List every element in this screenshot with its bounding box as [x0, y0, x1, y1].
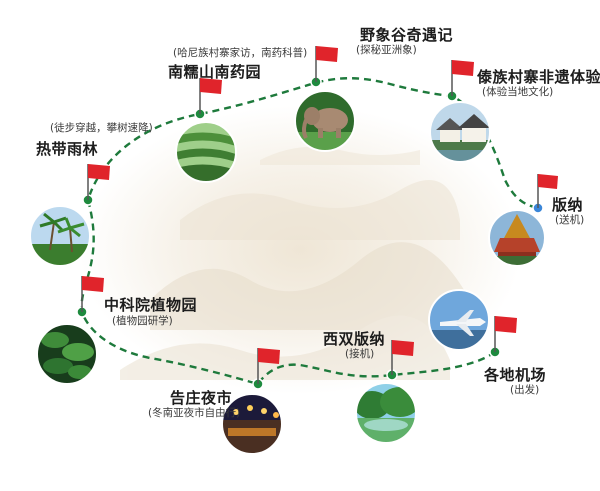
- plant-photo-icon: [37, 324, 97, 384]
- dai-house-photo-icon: [430, 102, 490, 162]
- flag-icon: [87, 164, 110, 200]
- stop-sub-xishuangbanna: (接机): [345, 348, 375, 360]
- stop-title-dai-village: 傣族村寨非遗体验: [477, 68, 600, 86]
- flag-icon: [494, 316, 517, 352]
- stop-title-airport: 各地机场: [484, 366, 547, 384]
- flag-icon: [537, 174, 558, 208]
- flag-icon: [391, 340, 414, 375]
- flag-icon: [257, 348, 280, 384]
- stop-title-wild-elephant: 野象谷奇遇记: [360, 26, 454, 44]
- stop-sub-rainforest: (徒步穿越，攀树速降): [50, 122, 153, 134]
- stop-sub-wild-elephant: (探秘亚洲象): [356, 44, 417, 56]
- stop-sub-gaozhuang: (冬南亚夜市自由行): [148, 407, 241, 419]
- flag-icon: [315, 46, 338, 82]
- night-market-photo-icon: [222, 394, 282, 454]
- flag-icon: [199, 78, 222, 114]
- stop-sub-banna: (送机): [555, 214, 585, 226]
- flags: [81, 46, 558, 384]
- stop-sub-airport: (出发): [510, 384, 540, 396]
- palm-trees-photo-icon: [30, 206, 90, 266]
- temple-photo-icon: [489, 210, 545, 266]
- stop-title-banna: 版纳: [552, 196, 584, 214]
- stop-sub-dai-village: (体验当地文化): [482, 86, 554, 98]
- stop-title-rainforest: 热带雨林: [36, 140, 99, 158]
- flag-icon: [451, 60, 474, 96]
- flag-icon: [81, 276, 104, 312]
- stop-title-xishuangbanna: 西双版纳: [323, 330, 386, 348]
- background-mountains: [120, 146, 470, 380]
- stop-title-nanyao: 南糯山南药园: [168, 63, 262, 81]
- stop-title-gaozhuang: 告庄夜市: [170, 389, 233, 407]
- stop-title-botanical: 中科院植物园: [104, 296, 198, 314]
- stop-sub-nanyao: (哈尼族村寨家访，南药科普): [173, 47, 308, 59]
- stop-sub-botanical: (植物园研学): [112, 315, 173, 327]
